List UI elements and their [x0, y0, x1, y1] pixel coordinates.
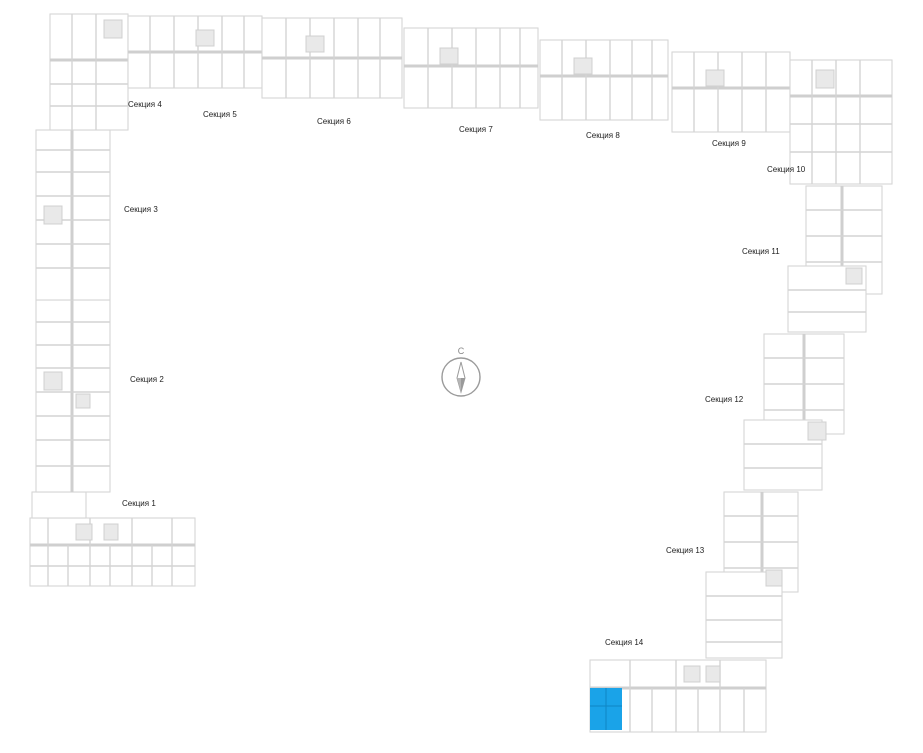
- section-7-block[interactable]: [403, 27, 539, 109]
- section-10-block[interactable]: [789, 59, 893, 185]
- section-label-7[interactable]: Секция 7: [459, 125, 493, 134]
- section-label-6[interactable]: Секция 6: [317, 117, 351, 126]
- section-label-14[interactable]: Секция 14: [605, 638, 644, 647]
- section-label-5[interactable]: Секция 5: [203, 110, 237, 119]
- section-4-block[interactable]: [49, 13, 129, 131]
- highlighted-apartment[interactable]: [590, 688, 622, 730]
- section-label-3[interactable]: Секция 3: [124, 205, 158, 214]
- compass-north-letter: С: [457, 346, 465, 356]
- section-label-12[interactable]: Секция 12: [705, 395, 744, 404]
- section-3-block[interactable]: [35, 129, 111, 301]
- section-2-block[interactable]: [35, 299, 111, 493]
- section-11-block[interactable]: [787, 185, 883, 333]
- compass-icon: [441, 357, 481, 397]
- section-label-8[interactable]: Секция 8: [586, 131, 620, 140]
- section-label-9[interactable]: Секция 9: [712, 139, 746, 148]
- section-9-block[interactable]: [671, 51, 791, 133]
- section-1-block[interactable]: [29, 491, 196, 587]
- section-6-block[interactable]: [261, 17, 403, 99]
- section-label-13[interactable]: Секция 13: [666, 546, 705, 555]
- section-label-2[interactable]: Секция 2: [130, 375, 164, 384]
- section-12-block[interactable]: [743, 333, 845, 491]
- section-5-block[interactable]: [127, 15, 263, 89]
- section-label-1[interactable]: Секция 1: [122, 499, 156, 508]
- section-label-10[interactable]: Секция 10: [767, 165, 806, 174]
- section-8-block[interactable]: [539, 39, 669, 121]
- compass: С: [440, 346, 482, 398]
- section-label-11[interactable]: Секция 11: [742, 247, 780, 256]
- section-label-4[interactable]: Секция 4: [128, 100, 162, 109]
- section-13-block[interactable]: [705, 491, 799, 659]
